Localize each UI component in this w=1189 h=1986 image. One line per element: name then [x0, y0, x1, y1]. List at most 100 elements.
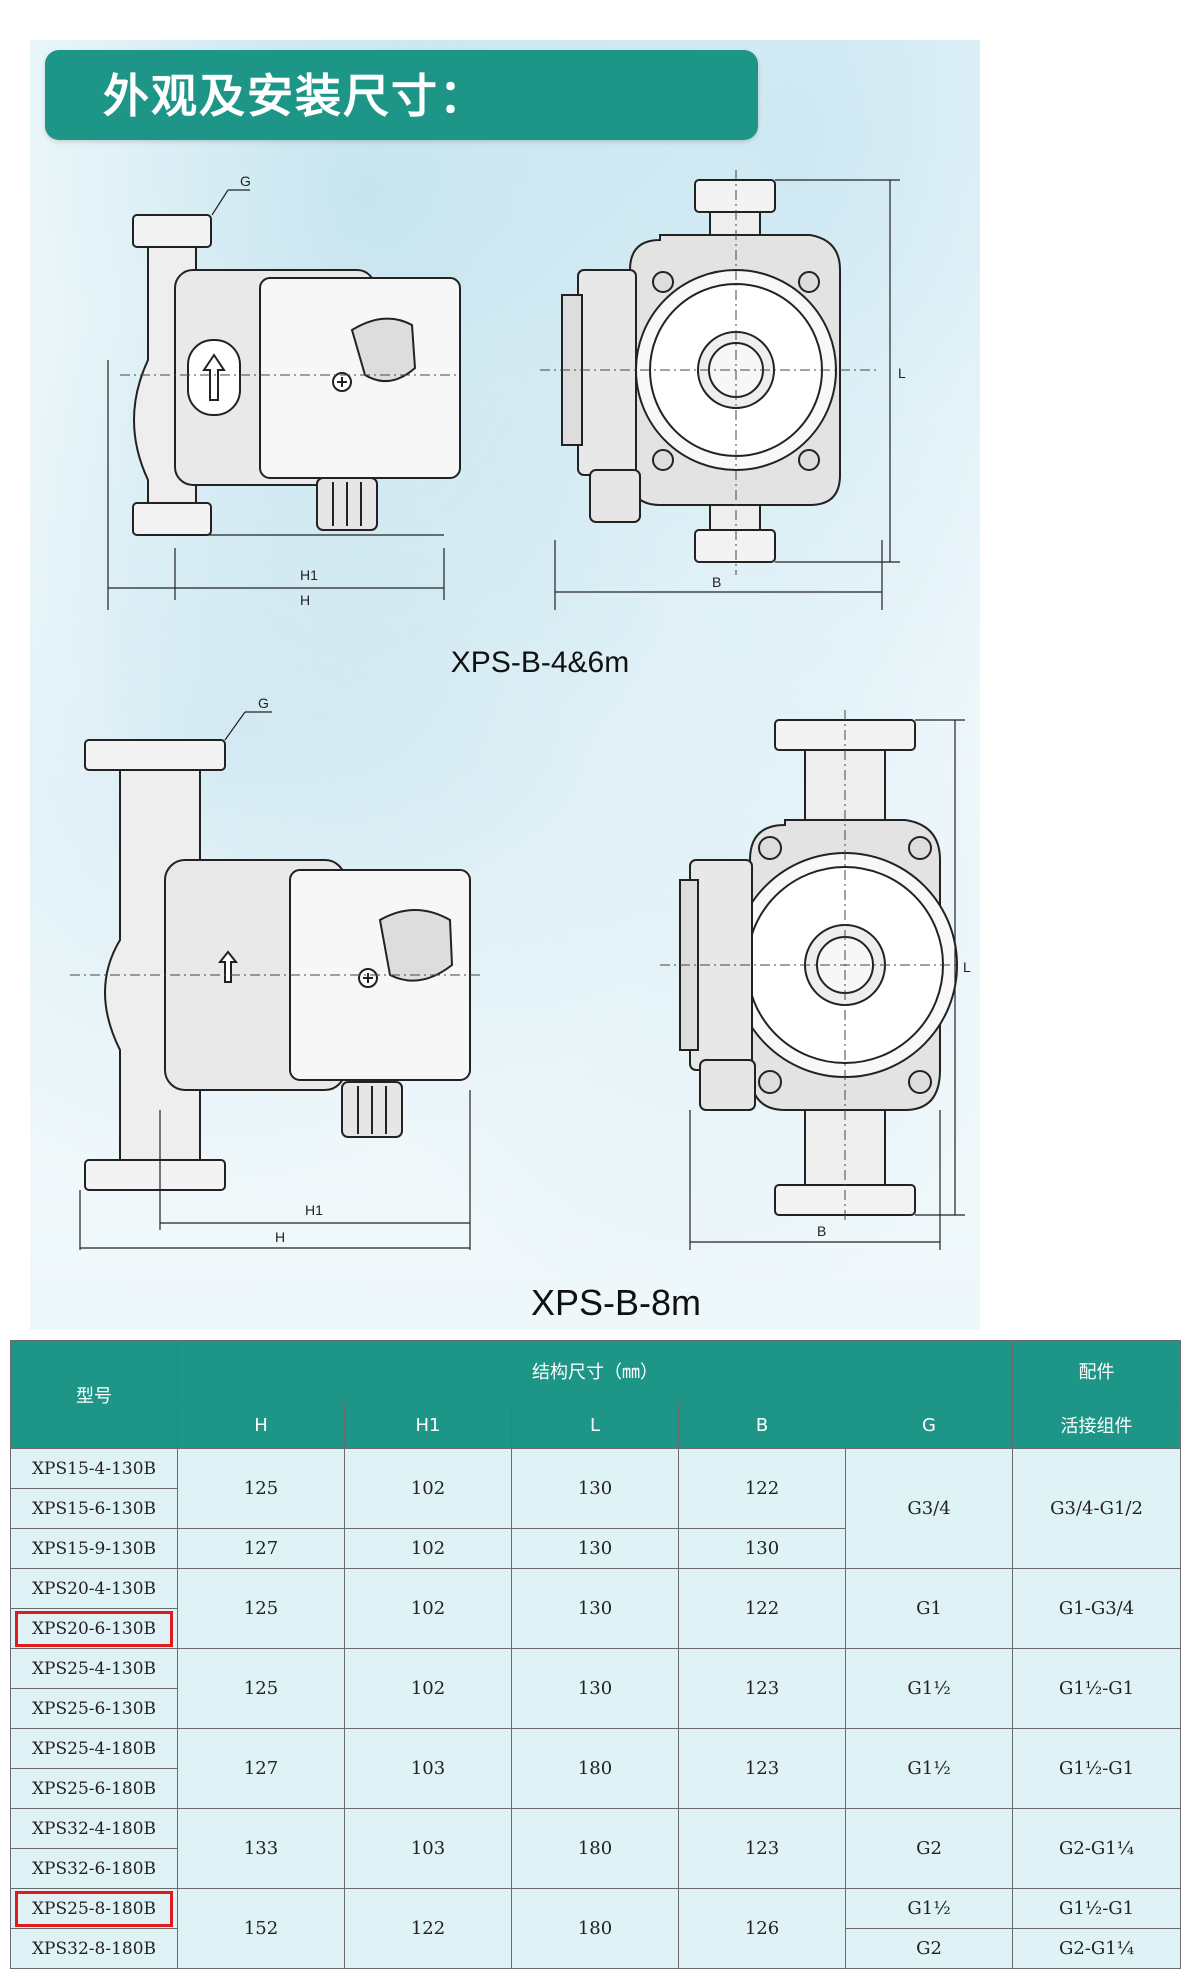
model-cell-highlighted: XPS25-8-180B — [10, 1888, 178, 1929]
cell-h1: 102 — [344, 1528, 512, 1569]
spec-table: 型号 结构尺寸（㎜） 配件 H H1 L B G 活接组件 XPS15-4-13… — [10, 1340, 1182, 1969]
table-row: XPS25-6-130B — [10, 1688, 1181, 1729]
model-cell: XPS20-4-130B — [10, 1568, 178, 1609]
cell-h1: 122 — [344, 1888, 512, 1969]
model-cell: XPS32-4-180B — [10, 1808, 178, 1849]
table-row: XPS32-8-180B G2 G2-G1¼ — [10, 1928, 1182, 1969]
header-b: B — [678, 1401, 846, 1449]
table-row: XPS32-4-180B 133 103 180 123 G2 G2-G1¼ — [10, 1808, 1182, 1889]
table-row: XPS15-6-130B — [10, 1488, 1181, 1529]
header-model: 型号 — [10, 1340, 178, 1449]
cell-g: G3/4 — [844, 1448, 1014, 1569]
drawing-xps-b-4-6m: H1 H B L G — [107, 170, 906, 610]
model-cell: XPS32-6-180B — [10, 1848, 178, 1889]
dim-h1-label-1: H1 — [300, 567, 318, 583]
cell-fitting: G1½-G1 — [1012, 1728, 1182, 1809]
header-l: L — [511, 1401, 679, 1449]
dim-b-label-2: B — [817, 1223, 826, 1239]
side-view-8m — [84, 739, 471, 1191]
model-cell: XPS15-4-130B — [10, 1448, 178, 1489]
model-cell: XPS15-6-130B — [10, 1488, 178, 1529]
model-cell: XPS32-8-180B — [10, 1928, 178, 1969]
dim-h-label-2: H — [275, 1229, 285, 1245]
model-cell: XPS25-4-130B — [10, 1648, 178, 1689]
header-h: H — [177, 1401, 345, 1449]
cell-h: 133 — [177, 1808, 345, 1889]
cell-g: G2 — [844, 1808, 1014, 1889]
cell-b: 126 — [678, 1888, 846, 1969]
dim-l-label-1: L — [898, 365, 906, 381]
cell-g: G1½ — [844, 1728, 1014, 1809]
table-row: XPS15-4-130B 125 102 130 122 G3/4 G3/4-G… — [10, 1448, 1182, 1569]
table-row: XPS15-9-130B 127 102 130 130 — [10, 1528, 1181, 1569]
table-row: XPS32-6-180B — [10, 1848, 1181, 1889]
drawing-caption-2: XPS-B-8m — [530, 1282, 702, 1323]
cell-fitting: G1-G3/4 — [1012, 1568, 1182, 1649]
table-row: XPS25-4-180B 127 103 180 123 G1½ G1½-G1 — [10, 1728, 1182, 1809]
cell-fitting: G2-G1¼ — [1012, 1808, 1182, 1889]
table-row: XPS25-4-130B 125 102 130 123 G1½ G1½-G1 — [10, 1648, 1182, 1729]
cell-h1: 103 — [344, 1808, 512, 1889]
table-row: XPS25-8-180B 152 122 180 126 G1½ G1½-G1 — [10, 1888, 1182, 1969]
model-cell: XPS25-6-180B — [10, 1768, 178, 1809]
cell-h1: 103 — [344, 1728, 512, 1809]
dim-g-label-2: G — [258, 695, 269, 711]
cell-b: 122 — [678, 1448, 846, 1529]
section-title: 外观及安装尺寸： — [103, 69, 487, 123]
cell-b: 123 — [678, 1808, 846, 1889]
cell-b: 130 — [678, 1528, 846, 1569]
cell-g: G1½ — [844, 1888, 1014, 1929]
header-g: G — [844, 1401, 1014, 1449]
table-row: XPS25-6-180B — [10, 1768, 1181, 1809]
cell-l: 180 — [511, 1888, 679, 1969]
cell-h1: 102 — [344, 1648, 512, 1729]
model-cell: XPS25-6-130B — [10, 1688, 178, 1729]
dim-b-label-1: B — [712, 574, 721, 590]
drawing-caption-1: XPS-B-4&6m — [450, 646, 630, 679]
model-cell: XPS25-4-180B — [10, 1728, 178, 1769]
highlight-box: XPS20-6-130B — [14, 1610, 174, 1647]
cell-h: 125 — [177, 1568, 345, 1649]
cell-h: 127 — [177, 1528, 345, 1569]
cell-b: 122 — [678, 1568, 846, 1649]
drawing-xps-b-8m: H1 H B L G — [70, 695, 971, 1250]
cell-h: 125 — [177, 1448, 345, 1529]
side-view — [132, 214, 461, 536]
model-cell-highlighted: XPS20-6-130B — [10, 1608, 178, 1649]
cell-l: 130 — [511, 1568, 679, 1649]
section-header: 外观及安装尺寸： — [45, 50, 758, 140]
cell-l: 180 — [511, 1728, 679, 1809]
dim-h1-label-2: H1 — [305, 1202, 323, 1218]
cell-g: G1 — [844, 1568, 1014, 1649]
cell-g: G2 — [844, 1928, 1014, 1969]
cell-b: 123 — [678, 1648, 846, 1729]
model-cell: XPS15-9-130B — [10, 1528, 178, 1569]
cell-fitting: G1½-G1 — [1012, 1888, 1182, 1929]
cell-h1: 102 — [344, 1448, 512, 1529]
front-view — [561, 179, 841, 563]
cell-fitting: G2-G1¼ — [1012, 1928, 1182, 1969]
cell-h: 152 — [177, 1888, 345, 1969]
cell-g: G1½ — [844, 1648, 1014, 1729]
cell-l: 180 — [511, 1808, 679, 1889]
header-h1: H1 — [344, 1401, 512, 1449]
cell-l: 130 — [511, 1448, 679, 1529]
cell-l: 130 — [511, 1528, 679, 1569]
cell-fitting: G3/4-G1/2 — [1012, 1448, 1182, 1569]
cell-l: 130 — [511, 1648, 679, 1729]
cell-h: 125 — [177, 1648, 345, 1729]
front-view-8m — [679, 719, 958, 1216]
cell-h1: 102 — [344, 1568, 512, 1649]
header-fitting: 活接组件 — [1012, 1401, 1182, 1449]
table-row: XPS20-4-130B 125 102 130 122 G1 G1-G3/4 — [10, 1568, 1182, 1649]
highlight-box: XPS25-8-180B — [14, 1890, 174, 1927]
dim-h-label-1: H — [300, 592, 310, 608]
cell-h: 127 — [177, 1728, 345, 1809]
table-row: XPS20-6-130B — [10, 1608, 1181, 1649]
cell-b: 123 — [678, 1728, 846, 1809]
header-dimensions: 结构尺寸（㎜） — [176, 1340, 1014, 1402]
dim-g-label-1: G — [240, 173, 251, 189]
header-parts: 配件 — [1012, 1340, 1182, 1402]
dim-l-label-2: L — [963, 959, 971, 975]
cell-fitting: G1½-G1 — [1012, 1648, 1182, 1729]
